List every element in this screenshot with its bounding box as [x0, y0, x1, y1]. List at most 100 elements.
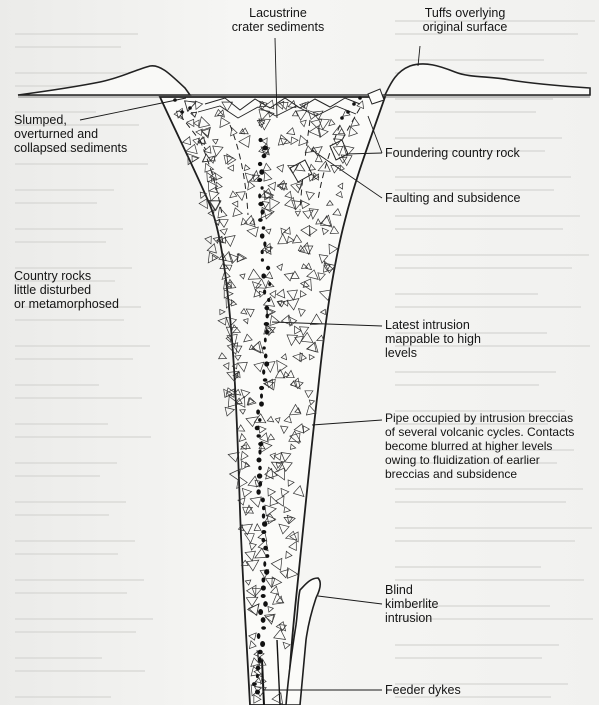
leader-pipe: [312, 420, 382, 425]
intrusion-dot: [264, 322, 269, 326]
intrusion-dot: [258, 418, 261, 422]
label-tuffs-overlying: Tuffs overlying original surface: [410, 6, 520, 34]
breccia-fragment: [220, 309, 225, 314]
intrusion-dot: [259, 481, 263, 486]
right-tuff-ring: [385, 64, 590, 95]
intrusion-dot: [264, 306, 269, 310]
label-foundering-country-rock: Foundering country rock: [385, 146, 595, 160]
intrusion-dot: [258, 466, 262, 471]
intrusion-dot: [264, 361, 269, 366]
intrusion-dot: [263, 601, 268, 607]
intrusion-dot: [256, 489, 260, 495]
intrusion-dot: [255, 426, 260, 431]
slump-dot: [173, 98, 177, 102]
intrusion-dot: [258, 650, 263, 655]
intrusion-dot: [266, 266, 270, 270]
intrusion-dot: [262, 538, 266, 542]
intrusion-dot: [265, 554, 269, 558]
intrusion-dot: [262, 154, 267, 158]
intrusion-dot: [262, 506, 265, 511]
intrusion-dot: [259, 169, 264, 175]
intrusion-dot: [262, 513, 265, 518]
leader-tuffs: [418, 46, 420, 66]
intrusion-dot: [255, 690, 260, 695]
breccia-fragment: [223, 363, 229, 370]
intrusion-dot: [261, 273, 266, 278]
leader-blind: [318, 596, 382, 604]
intrusion-dot: [263, 378, 268, 382]
intrusion-dot: [257, 434, 261, 437]
intrusion-dot: [261, 617, 266, 623]
pipe-outline: [160, 97, 385, 705]
intrusion-dot: [264, 354, 268, 359]
intrusion-dot: [263, 546, 268, 551]
intrusion-dot: [262, 577, 266, 582]
label-country-rocks: Country rocks little disturbed or metamo…: [14, 269, 164, 311]
left-tuff-ring: [18, 66, 190, 95]
intrusion-dot: [267, 298, 270, 302]
breccia-fragment: [208, 252, 218, 263]
intrusion-dot: [256, 674, 259, 678]
label-pipe-description: Pipe occupied by intrusion breccias of s…: [385, 411, 599, 481]
intrusion-dot: [263, 561, 266, 567]
intrusion-dot: [264, 569, 269, 575]
intrusion-dot: [257, 473, 262, 478]
intrusion-dot: [256, 665, 260, 670]
intrusion-dot: [261, 258, 264, 262]
slump-dot: [352, 102, 356, 106]
intrusion-dot: [258, 218, 263, 222]
label-latest-intrusion: Latest intrusion mappable to high levels: [385, 318, 585, 360]
label-lacustrine-sediments: Lacustrine crater sediments: [222, 6, 334, 34]
slump-dot: [358, 96, 362, 100]
label-faulting-subsidence: Faulting and subsidence: [385, 191, 595, 205]
intrusion-dot: [263, 241, 266, 246]
breccia-fragment: [205, 236, 211, 244]
intrusion-dot: [252, 682, 257, 686]
intrusion-dot: [257, 633, 261, 639]
intrusion-dot: [263, 289, 266, 294]
intrusion-dot: [259, 386, 264, 390]
intrusion-dot: [261, 209, 265, 214]
intrusion-dot: [260, 641, 265, 647]
intrusion-dot: [258, 202, 263, 206]
intrusion-dot: [264, 338, 267, 343]
intrusion-dot: [258, 657, 262, 663]
intrusion-dot: [256, 409, 260, 414]
intrusion-dot: [268, 282, 271, 286]
label-feeder-dykes: Feeder dykes: [385, 683, 505, 697]
intrusion-dot: [258, 162, 262, 166]
intrusion-dot: [257, 458, 262, 463]
intrusion-dot: [258, 449, 261, 454]
intrusion-dot: [259, 401, 264, 406]
intrusion-dot: [262, 346, 265, 349]
breccia-fragment: [199, 199, 208, 209]
intrusion-dot: [257, 178, 262, 182]
intrusion-dot: [261, 498, 265, 503]
intrusion-dot: [260, 233, 265, 238]
intrusion-dot: [261, 250, 264, 254]
intrusion-dot: [262, 521, 267, 527]
breccia-fragment: [219, 353, 227, 359]
slump-dot: [346, 110, 350, 114]
breccia-fragment: [225, 407, 234, 416]
label-slumped-sediments: Slumped, overturned and collapsed sedime…: [14, 113, 154, 155]
intrusion-dot: [260, 393, 263, 398]
breccia-fragment: [207, 244, 216, 253]
intrusion-dot: [262, 226, 266, 229]
breccia-fragment: [218, 318, 226, 326]
slump-dot: [340, 116, 344, 120]
slump-dot: [180, 110, 184, 114]
intrusion-dot: [261, 626, 266, 629]
intrusion-dot: [258, 609, 263, 615]
intrusion-dot: [258, 194, 261, 199]
intrusion-dot: [263, 146, 268, 151]
intrusion-dot: [259, 138, 263, 142]
breccia-fragment: [226, 336, 231, 342]
intrusion-dot: [261, 594, 266, 598]
intrusion-dot: [265, 329, 269, 334]
intrusion-dot: [261, 530, 266, 534]
label-blind-kimberlite: Blind kimberlite intrusion: [385, 583, 505, 625]
intrusion-dot: [258, 442, 263, 446]
intrusion-dot: [261, 186, 264, 189]
intrusion-dot: [262, 369, 265, 374]
